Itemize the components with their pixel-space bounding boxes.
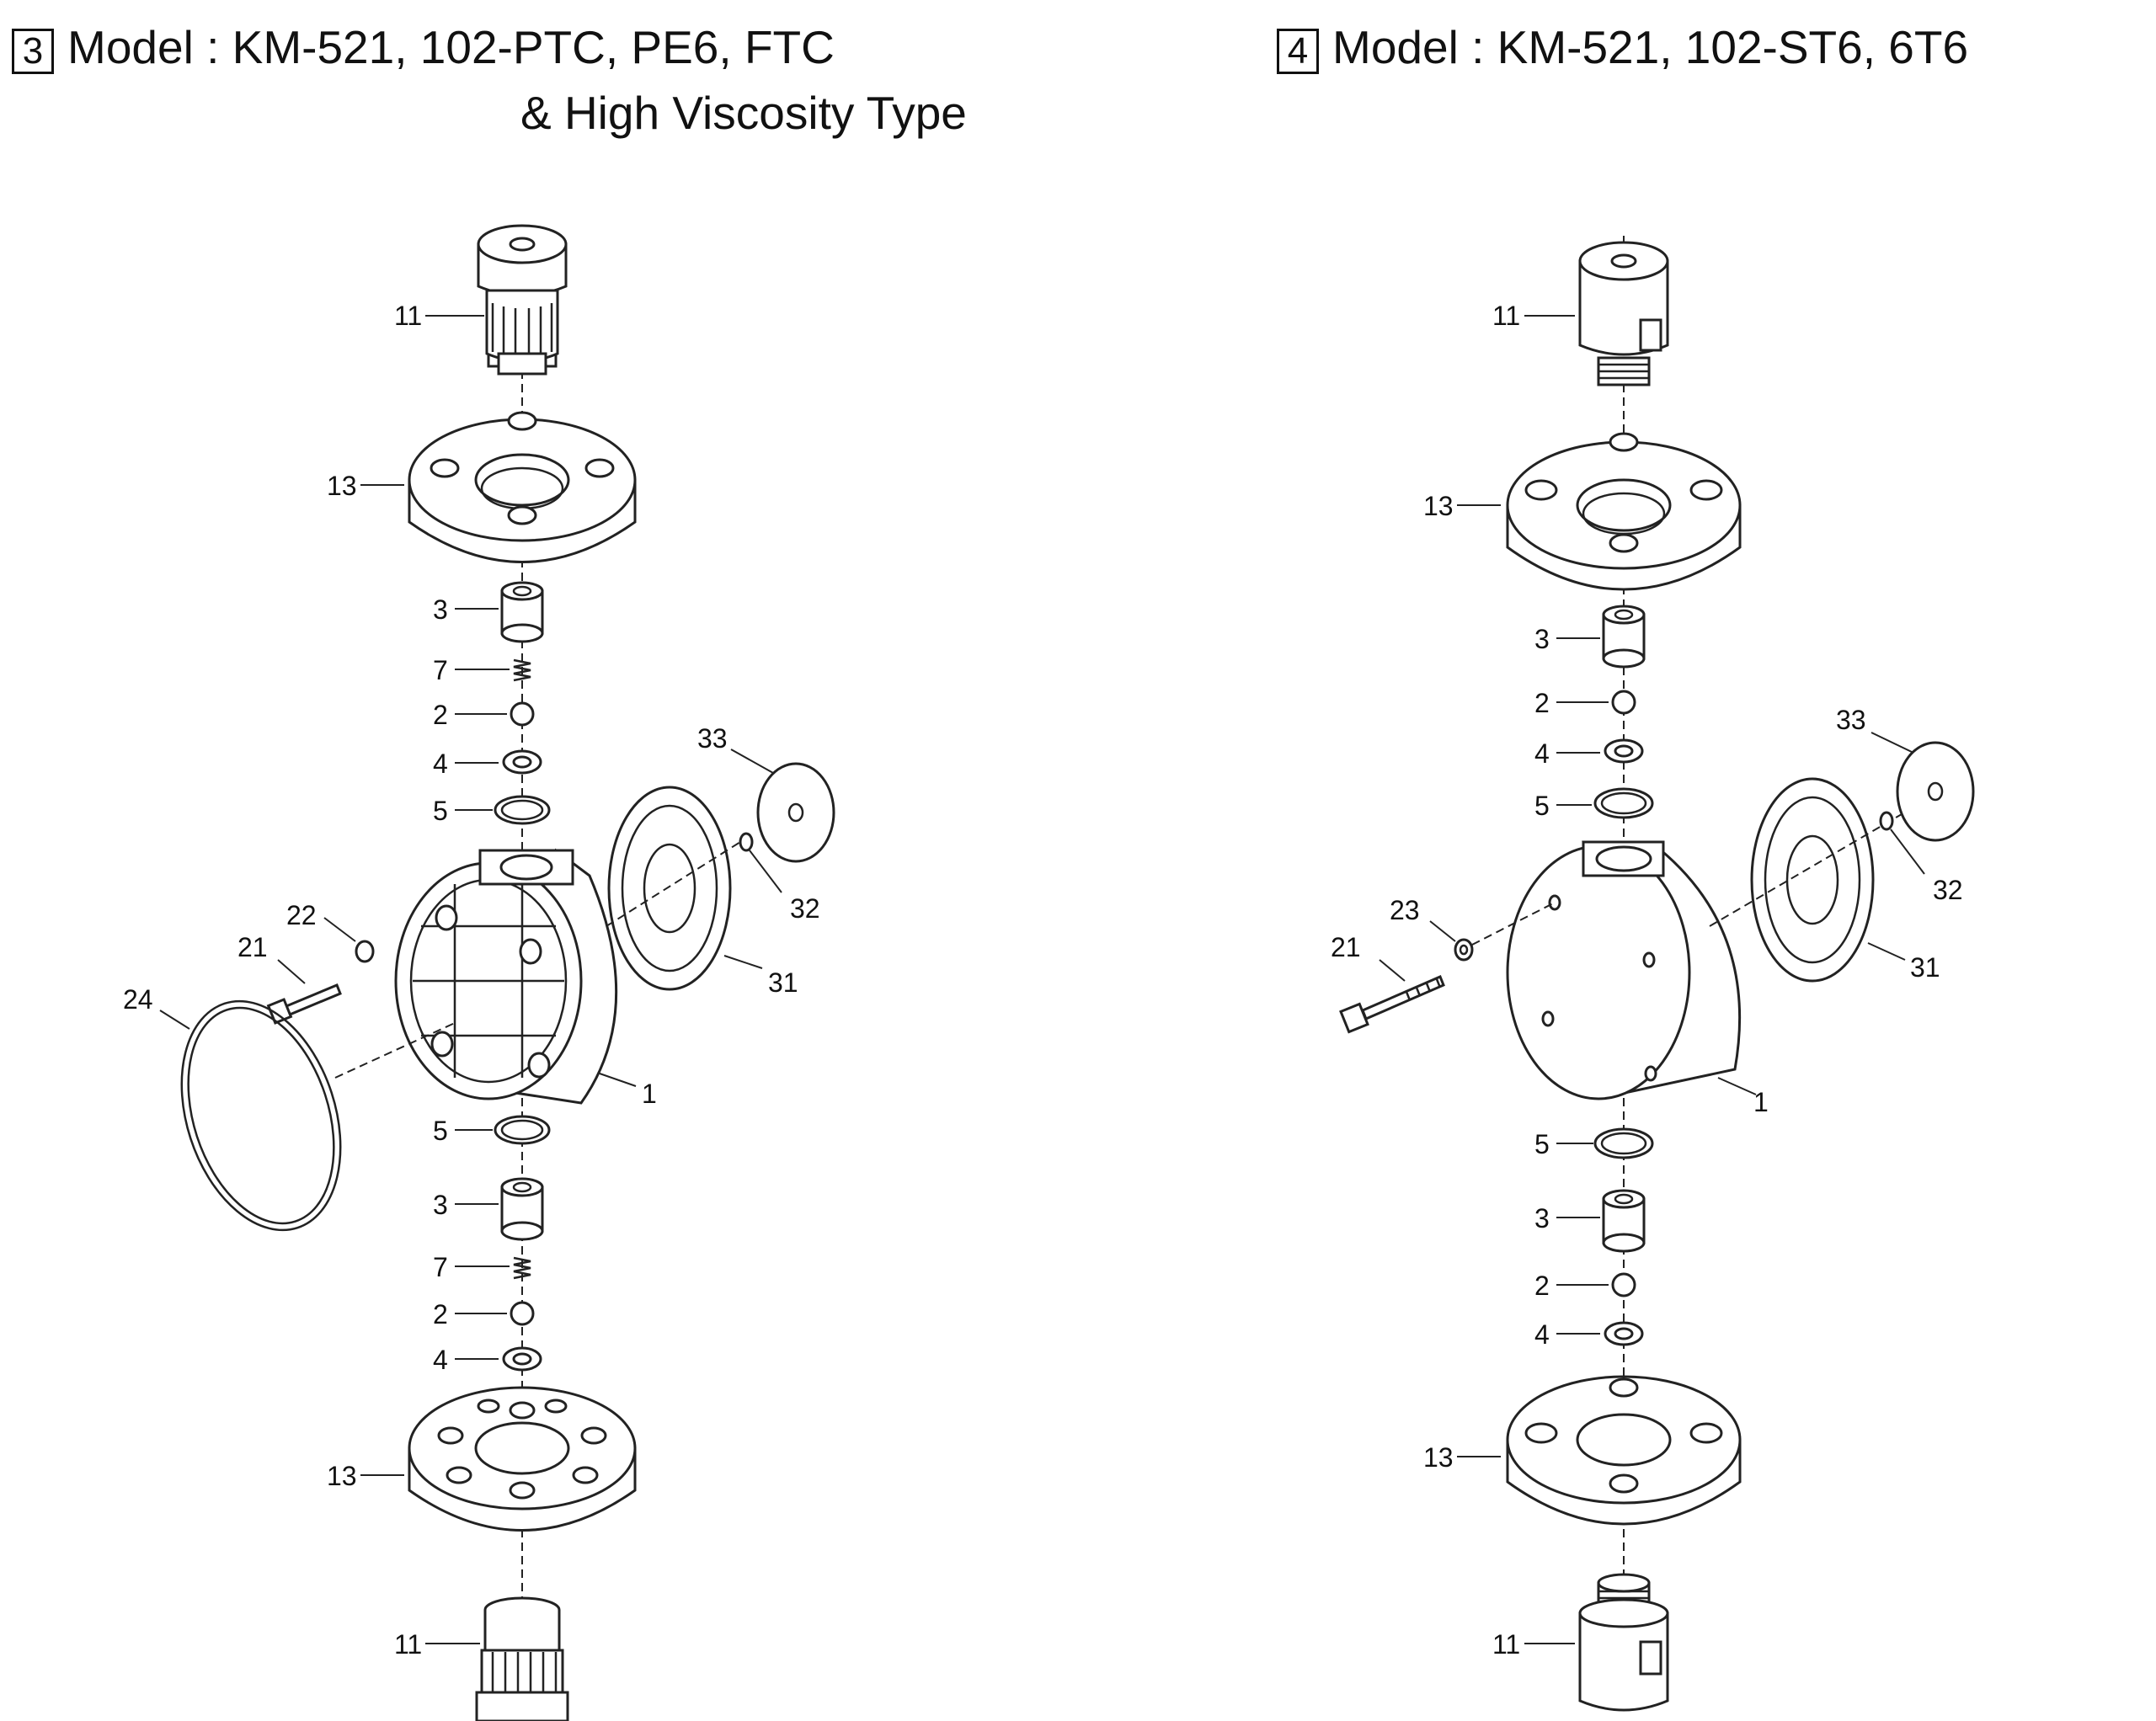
right-cap-33 — [1896, 741, 1975, 842]
right-flange-top — [1506, 432, 1742, 591]
callout-31: 31 — [768, 967, 798, 998]
callout-4-top: 4 — [433, 749, 448, 779]
left-model-badge: 3 — [12, 29, 54, 74]
callout-13-bottom: 13 — [327, 1461, 357, 1491]
right-oring-top — [1593, 787, 1654, 819]
right-diaphragm — [1750, 777, 1875, 983]
callout-1: 1 — [1753, 1087, 1769, 1117]
callout-22: 22 — [286, 900, 317, 930]
callout-2-top: 2 — [1534, 688, 1550, 718]
left-washer-32 — [739, 832, 754, 852]
left-bolt-21 — [266, 983, 342, 1025]
callout-13-top: 13 — [1423, 491, 1454, 521]
callout-33: 33 — [697, 723, 728, 754]
right-oring-bottom — [1593, 1127, 1654, 1159]
left-seat-bottom — [502, 1346, 542, 1372]
right-flange-bottom — [1506, 1375, 1742, 1526]
callout-3-top: 3 — [433, 594, 448, 625]
callout-33: 33 — [1836, 705, 1866, 735]
left-model-title: Model : KM-521, 102-PTC, PE6, FTC — [67, 21, 835, 73]
right-seat-bottom — [1604, 1321, 1644, 1346]
left-oring-bottom — [494, 1115, 551, 1145]
callout-21: 21 — [1331, 932, 1361, 962]
callout-4-bottom: 4 — [1534, 1319, 1550, 1350]
callout-3-bottom: 3 — [1534, 1203, 1550, 1233]
callout-32: 32 — [1933, 875, 1963, 905]
left-callouts: 11 13 3 7 2 4 5 33 32 31 22 21 24 1 5 3 … — [123, 301, 820, 1660]
right-cartridge-top — [1602, 605, 1646, 669]
left-cartridge-top — [500, 581, 544, 643]
callout-5-top: 5 — [433, 796, 448, 826]
right-model-title: Model : KM-521, 102-ST6, 6T6 — [1332, 21, 1969, 73]
callout-1: 1 — [642, 1079, 657, 1109]
right-assembly: 11 13 3 2 4 5 33 32 31 23 21 1 5 3 2 4 1… — [1331, 236, 1975, 1712]
left-cartridge-bottom — [500, 1177, 544, 1241]
callout-2-top: 2 — [433, 700, 448, 730]
callout-31: 31 — [1910, 952, 1940, 983]
callout-23: 23 — [1390, 895, 1420, 925]
callout-5-bottom: 5 — [433, 1116, 448, 1146]
right-callouts: 11 13 3 2 4 5 33 32 31 23 21 1 5 3 2 4 1… — [1331, 301, 1963, 1660]
left-ball-top — [510, 701, 535, 727]
callout-13-bottom: 13 — [1423, 1442, 1454, 1473]
left-spring-bottom — [513, 1256, 531, 1280]
right-pump-head — [1506, 840, 1742, 1100]
callout-5-top: 5 — [1534, 791, 1550, 821]
callout-13-top: 13 — [327, 471, 357, 501]
left-washer-22 — [355, 940, 375, 963]
left-flange-bottom — [408, 1386, 637, 1532]
left-ring-24 — [180, 999, 342, 1232]
left-seat-top — [502, 749, 542, 775]
left-flange-top — [408, 411, 637, 563]
callout-24: 24 — [123, 984, 153, 1015]
right-ball-bottom — [1611, 1272, 1636, 1297]
right-seat-top — [1604, 738, 1644, 764]
callout-7-top: 7 — [433, 655, 448, 685]
left-connector-bottom — [475, 1596, 569, 1721]
left-diaphragm — [607, 786, 732, 991]
callout-2-bottom: 2 — [433, 1299, 448, 1329]
left-pump-head — [394, 848, 618, 1105]
callout-32: 32 — [790, 893, 820, 924]
callout-21: 21 — [237, 932, 268, 962]
right-ball-top — [1611, 690, 1636, 715]
left-model-subtitle: & High Viscosity Type — [520, 87, 967, 139]
callout-11-bottom: 11 — [1492, 1629, 1520, 1660]
right-cartridge-bottom — [1602, 1189, 1646, 1253]
callout-11-top: 11 — [394, 301, 422, 331]
callout-11-bottom: 11 — [394, 1629, 422, 1660]
callout-5-bottom: 5 — [1534, 1129, 1550, 1159]
left-spring-top — [513, 658, 531, 682]
callout-3-top: 3 — [1534, 624, 1550, 654]
left-cap-33 — [756, 762, 835, 863]
callout-11-top: 11 — [1492, 301, 1520, 331]
right-bolt-21 — [1339, 975, 1445, 1034]
right-connector-bottom — [1578, 1573, 1669, 1712]
callout-7-bottom: 7 — [433, 1252, 448, 1282]
left-assembly: 11 13 3 7 2 4 5 33 32 31 22 21 24 1 5 3 … — [123, 224, 835, 1721]
right-connector-top — [1578, 241, 1669, 386]
callout-3-bottom: 3 — [433, 1190, 448, 1220]
callout-4-top: 4 — [1534, 738, 1550, 769]
left-leader-lines — [159, 315, 782, 1644]
callout-2-bottom: 2 — [1534, 1271, 1550, 1301]
left-ball-bottom — [510, 1301, 535, 1326]
callout-4-bottom: 4 — [433, 1345, 448, 1375]
left-oring-top — [494, 795, 551, 825]
right-leader-lines — [1379, 315, 1925, 1644]
right-washer-32 — [1879, 811, 1894, 831]
left-connector-top — [477, 224, 568, 376]
right-washer-23 — [1454, 938, 1474, 962]
right-model-badge: 4 — [1277, 29, 1319, 74]
